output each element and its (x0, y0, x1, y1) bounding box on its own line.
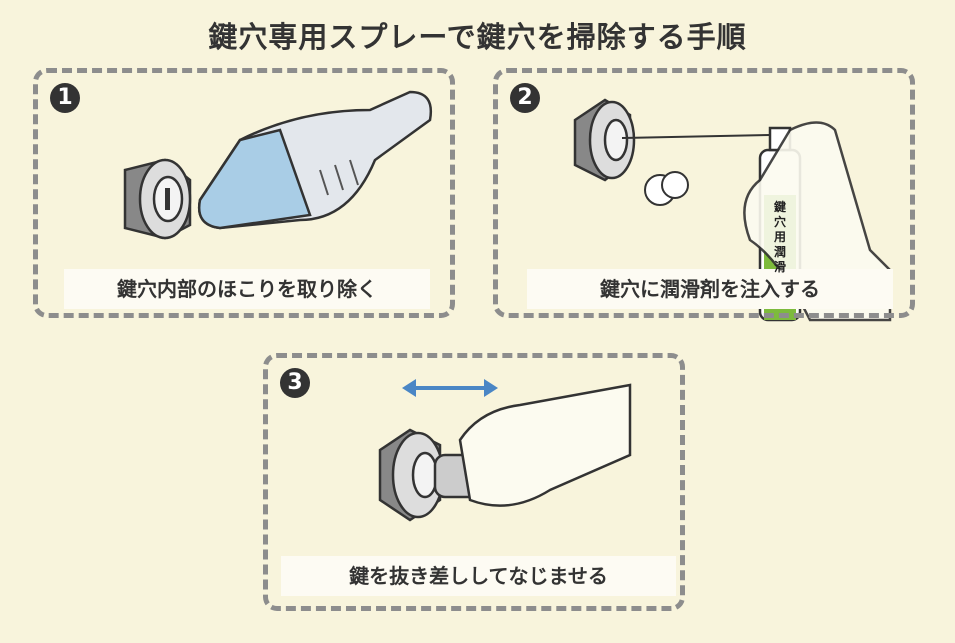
step-caption-1: 鍵穴内部のほこりを取り除く (64, 269, 430, 309)
handheld-vacuum-illustration (197, 90, 433, 230)
step-number-1: 1 (50, 83, 80, 113)
lock-cylinder-illustration-1 (123, 158, 192, 240)
page-title: 鍵穴専用スプレーで鍵穴を掃除する手順 (208, 20, 747, 54)
spray-can-label: 鍵穴用潤滑 (773, 200, 786, 274)
double-arrow-icon (402, 379, 498, 397)
step-number-2: 2 (510, 83, 540, 113)
step-caption-2: 鍵穴に潤滑剤を注入する (527, 269, 893, 309)
step-panel-2: 2 鍵穴に潤滑剤を注入する (493, 68, 915, 318)
step-caption-3: 鍵を抜き差ししてなじませる (281, 556, 676, 596)
step-number-3: 3 (280, 368, 310, 398)
step-panel-3: 3 鍵を抜き差ししてなじませる (263, 353, 685, 611)
lock-cylinder-illustration-2 (573, 98, 771, 206)
step-panel-1: 1 鍵穴内部のほこりを取り除く (33, 68, 455, 318)
lock-cylinder-illustration-3 (378, 383, 632, 522)
